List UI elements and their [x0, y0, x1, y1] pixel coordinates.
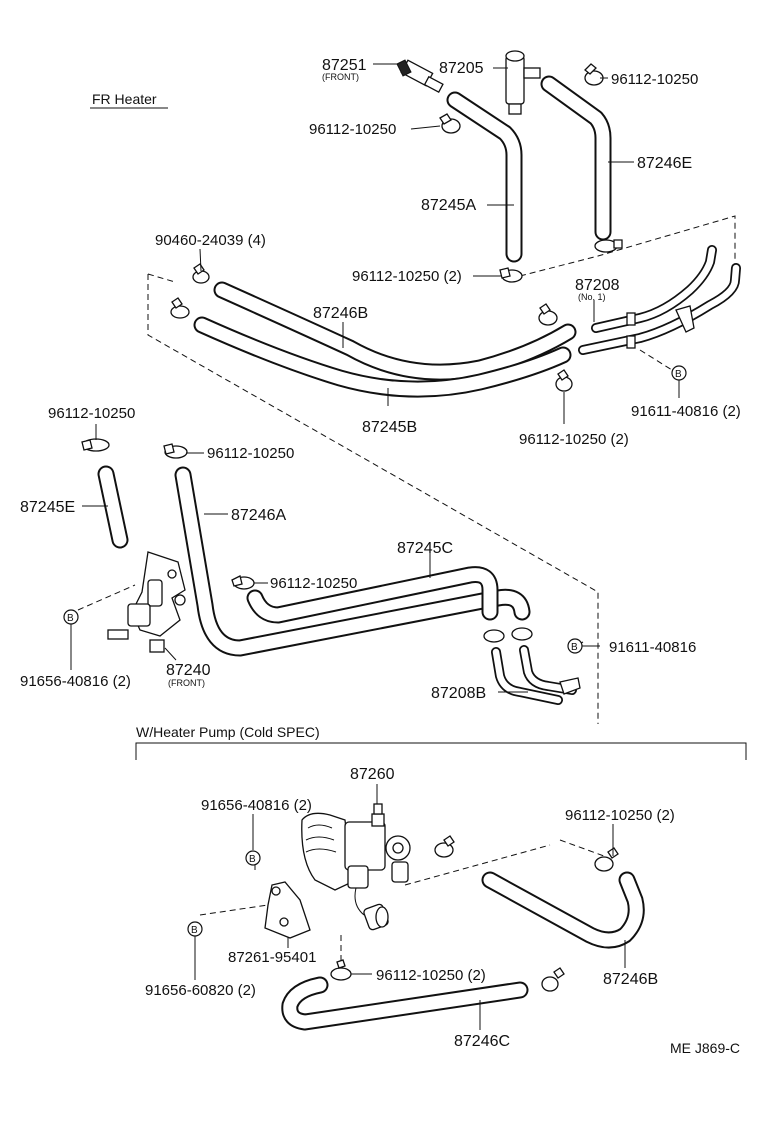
label-clamp-mid-lower: 96112-10250	[270, 575, 357, 592]
valve-87240	[107, 551, 186, 653]
label-bolt-91611: 91611-40816	[609, 639, 696, 656]
label-87251: 87251	[322, 57, 367, 74]
label-87208B: 87208B	[431, 685, 486, 702]
label-87261: 87261-95401	[228, 949, 316, 966]
label-87245A: 87245A	[421, 197, 476, 214]
label-clamp-top-right: 96112-10250	[611, 71, 698, 88]
hose-87246A	[174, 466, 531, 657]
label-bolt-91656-60820: 91656-60820 (2)	[145, 982, 256, 999]
label-clamp-2-mid: 96112-10250 (2)	[352, 268, 462, 285]
hose-clamp-icon	[483, 627, 533, 643]
label-bolt-91611-2: 91611-40816 (2)	[631, 403, 741, 420]
bolt-b-icon: B	[671, 365, 687, 398]
label-87260: 87260	[350, 766, 395, 783]
label-87245E: 87245E	[20, 499, 75, 516]
heater-pump-87260	[301, 803, 411, 931]
svg-text:B: B	[191, 925, 198, 936]
hose-clamp-icon	[81, 438, 110, 452]
label-clamp-pump-right: 96112-10250 (2)	[565, 807, 675, 824]
label-90460: 90460-24039 (4)	[155, 232, 266, 249]
label-bolt-91656-pump: 91656-40816 (2)	[201, 797, 312, 814]
label-87208: 87208	[575, 277, 620, 294]
hose-clamp-icon	[499, 267, 523, 283]
hose-clamp-icon	[231, 575, 255, 590]
bolt-b-icon: B	[245, 850, 261, 866]
subsection-title: W/Heater Pump (Cold SPEC)	[136, 724, 320, 740]
label-clamp-pump-bottom: 96112-10250 (2)	[376, 967, 486, 984]
label-87205: 87205	[439, 60, 484, 77]
reference-code: ME J869-C	[670, 1040, 740, 1056]
label-87246A: 87246A	[231, 507, 286, 524]
hose-clamp-icon	[594, 239, 623, 253]
hose-clamp-icon	[170, 297, 190, 319]
label-clamp-left: 96112-10250	[48, 405, 135, 422]
label-87208-note: (No. 1)	[578, 292, 606, 302]
label-87246C: 87246C	[454, 1033, 510, 1050]
bolt-b-icon: B	[567, 638, 583, 654]
hose-clamp-icon	[538, 303, 558, 326]
hose-clamp-icon	[163, 443, 188, 459]
svg-text:B: B	[249, 854, 256, 865]
hose-clamp-icon	[192, 263, 210, 284]
label-87245B: 87245B	[362, 419, 417, 436]
fitting-87251	[396, 59, 444, 94]
label-87246B-lower: 87246B	[603, 971, 658, 988]
hose-87246E	[540, 75, 612, 241]
svg-text:B: B	[571, 642, 578, 653]
hose-clamp-icon	[330, 959, 352, 981]
assembly-outline-upper	[147, 274, 599, 724]
pipe-87208	[578, 245, 741, 355]
hose-87246B-lower	[481, 871, 645, 949]
hose-87246C	[281, 976, 529, 1031]
label-clamp-top-left: 96112-10250	[309, 121, 396, 138]
hose-87245B	[193, 316, 572, 398]
hose-clamp-icon	[584, 63, 604, 86]
label-87246E: 87246E	[637, 155, 692, 172]
label-87240: 87240	[166, 662, 211, 679]
bolt-b-icon: B	[187, 921, 203, 980]
hose-clamp-icon	[439, 113, 461, 134]
hose-87245A	[446, 91, 523, 263]
hose-clamp-icon	[541, 967, 565, 992]
hose-87245E	[97, 465, 129, 549]
label-87245C: 87245C	[397, 540, 453, 557]
bracket-87261	[264, 881, 311, 939]
tee-fitting-87205	[505, 50, 541, 115]
label-87240-note: (FRONT)	[168, 678, 205, 688]
hose-87246B-upper	[213, 281, 577, 381]
hose-87245C	[246, 566, 499, 624]
bolt-b-icon: B	[63, 609, 79, 670]
label-bolt-91656-2: 91656-40816 (2)	[20, 673, 131, 690]
hose-clamp-icon	[594, 847, 619, 872]
hose-clamp-icon	[434, 835, 455, 858]
hose-clamp-icon	[555, 369, 573, 392]
svg-text:B: B	[67, 613, 74, 624]
label-87246B-upper: 87246B	[313, 305, 368, 322]
label-clamp-2-lower: 96112-10250 (2)	[519, 431, 629, 448]
label-clamp-left2: 96112-10250	[207, 445, 294, 462]
label-87251-note: (FRONT)	[322, 72, 359, 82]
section-title: FR Heater	[92, 91, 157, 107]
svg-text:B: B	[675, 369, 682, 380]
